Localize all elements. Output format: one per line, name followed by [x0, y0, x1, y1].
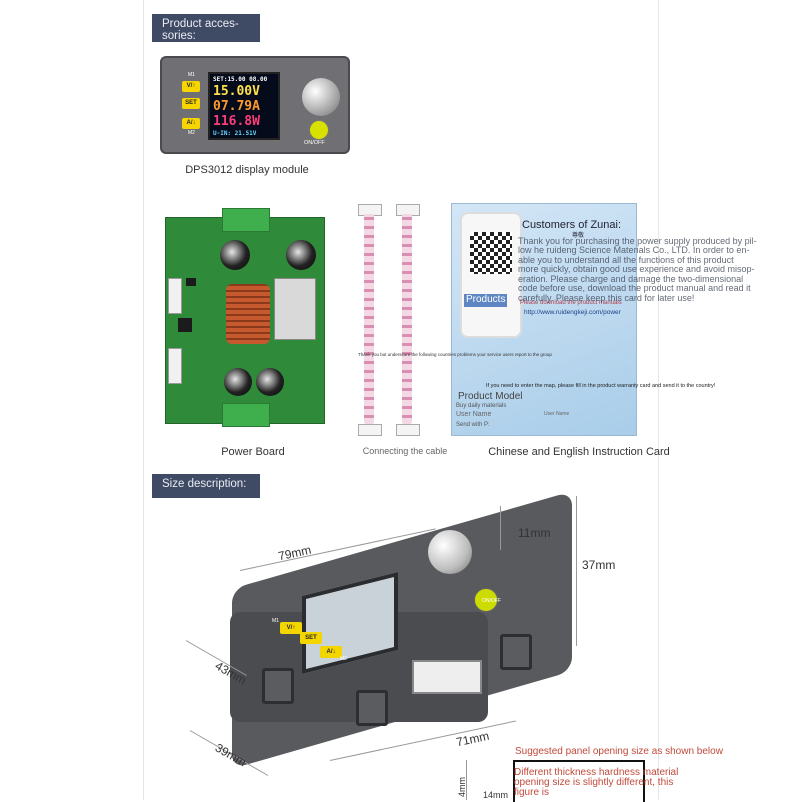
card-model-label: Product Model — [458, 391, 523, 402]
board-capacitor-1 — [220, 240, 250, 270]
device-onoff-label: ON/OFF — [482, 598, 501, 604]
card-buy-label: Buy daily materials — [456, 403, 507, 409]
screen-current: 07.79A — [213, 99, 260, 114]
card-phone: Products — [460, 212, 522, 338]
board-bottom-terminal — [222, 403, 270, 427]
instruction-card-image: Products Customers of Zunai: 尊敬 Please d… — [451, 203, 715, 436]
device-power-icon — [474, 588, 498, 612]
card-download-text: Please download the product manuals — [520, 300, 622, 306]
board-capacitor-4 — [256, 368, 284, 396]
qr-code-icon — [470, 232, 512, 274]
dim-line-knob — [500, 506, 501, 550]
device-v-button: V/↑ — [280, 622, 302, 634]
module-m1-label: M1 — [188, 72, 195, 78]
display-module-image: M1 V/↑ SET A/↓ M2 SET:15.00 08.00 15.00V… — [160, 56, 350, 154]
card-caption: Chinese and English Instruction Card — [488, 446, 670, 458]
screen-set-line: SET:15.00 08.00 — [213, 76, 268, 83]
accessories-section-tag: Product acces- sories: — [152, 14, 260, 42]
module-caption: DPS3012 display module — [185, 164, 309, 176]
board-chip-2 — [186, 278, 196, 286]
device-clip-mid — [356, 690, 388, 726]
module-onoff-label: ON/OFF — [304, 140, 325, 146]
card-title: Customers of Zunai: — [522, 219, 622, 231]
board-heatsink — [274, 278, 316, 340]
card-user-name-2: User Name — [544, 411, 570, 417]
card-title-cn: 尊敬 — [572, 233, 585, 239]
dim-line-height — [576, 496, 577, 646]
dim-small-depth: 14mm — [483, 790, 509, 800]
card-products-label: Products — [464, 294, 508, 307]
size-section-tag: Size description: — [152, 474, 260, 498]
right-border-line — [658, 0, 659, 800]
board-capacitor-2 — [286, 240, 316, 270]
screen-voltage: 15.00V — [213, 84, 260, 99]
panel-opening-outline — [513, 760, 645, 802]
card-notice-line: Thank you but underscore the following c… — [358, 352, 552, 357]
device-clip-left — [262, 668, 294, 704]
thickness-note: Different thickness hardness material op… — [514, 767, 679, 798]
device-clip-right — [500, 634, 532, 670]
card-send-label: Send with P: — [456, 422, 490, 428]
board-capacitor-3 — [224, 368, 252, 396]
suggested-opening-note: Suggested panel opening size as shown be… — [515, 746, 723, 757]
cable-1 — [364, 214, 374, 424]
screen-input-voltage: U-IN: 21.51V — [213, 130, 257, 137]
device-connector-port — [412, 660, 482, 694]
module-v-button: V/↑ — [182, 81, 200, 92]
dim-height: 37mm — [582, 558, 616, 572]
board-connector-top — [168, 278, 182, 314]
device-m2-label: M2 — [340, 656, 347, 662]
card-user-name: User Name — [456, 411, 492, 418]
board-chip — [178, 318, 192, 332]
module-screen: SET:15.00 08.00 15.00V 07.79A 116.8W U-I… — [208, 72, 280, 140]
module-set-button: SET — [182, 98, 200, 109]
cable-2 — [402, 214, 412, 424]
cable-2-bottom-head — [396, 424, 420, 436]
device-a-button: A/↓ — [320, 646, 342, 658]
dim-knob-height: 11mm — [518, 526, 551, 540]
board-inductor-coil — [226, 284, 270, 344]
device-m1-label: M1 — [272, 618, 279, 624]
module-a-button: A/↓ — [182, 118, 200, 129]
cable-1-bottom-head — [358, 424, 382, 436]
left-border-line — [143, 0, 144, 800]
device-set-button: SET — [300, 632, 322, 644]
module-knob — [302, 78, 340, 116]
module-power-icon — [309, 120, 329, 140]
card-map-text: If you need to enter the map, please fil… — [486, 383, 716, 389]
screen-power: 116.8W — [213, 114, 260, 129]
card-url: http://www.ruidengkeji.com/power — [524, 309, 621, 316]
power-board-image — [165, 208, 325, 427]
board-top-terminal — [222, 208, 270, 232]
board-connector-bottom — [168, 348, 182, 384]
dim-width-top: 79mm — [276, 542, 313, 564]
card-body-text: Thank you for purchasing the power suppl… — [518, 236, 757, 303]
device-knob — [428, 530, 472, 574]
module-m2-label: M2 — [188, 130, 195, 136]
dim-line-small — [466, 760, 467, 800]
cable-caption: Connecting the cable — [362, 446, 448, 456]
board-caption: Power Board — [221, 446, 285, 458]
